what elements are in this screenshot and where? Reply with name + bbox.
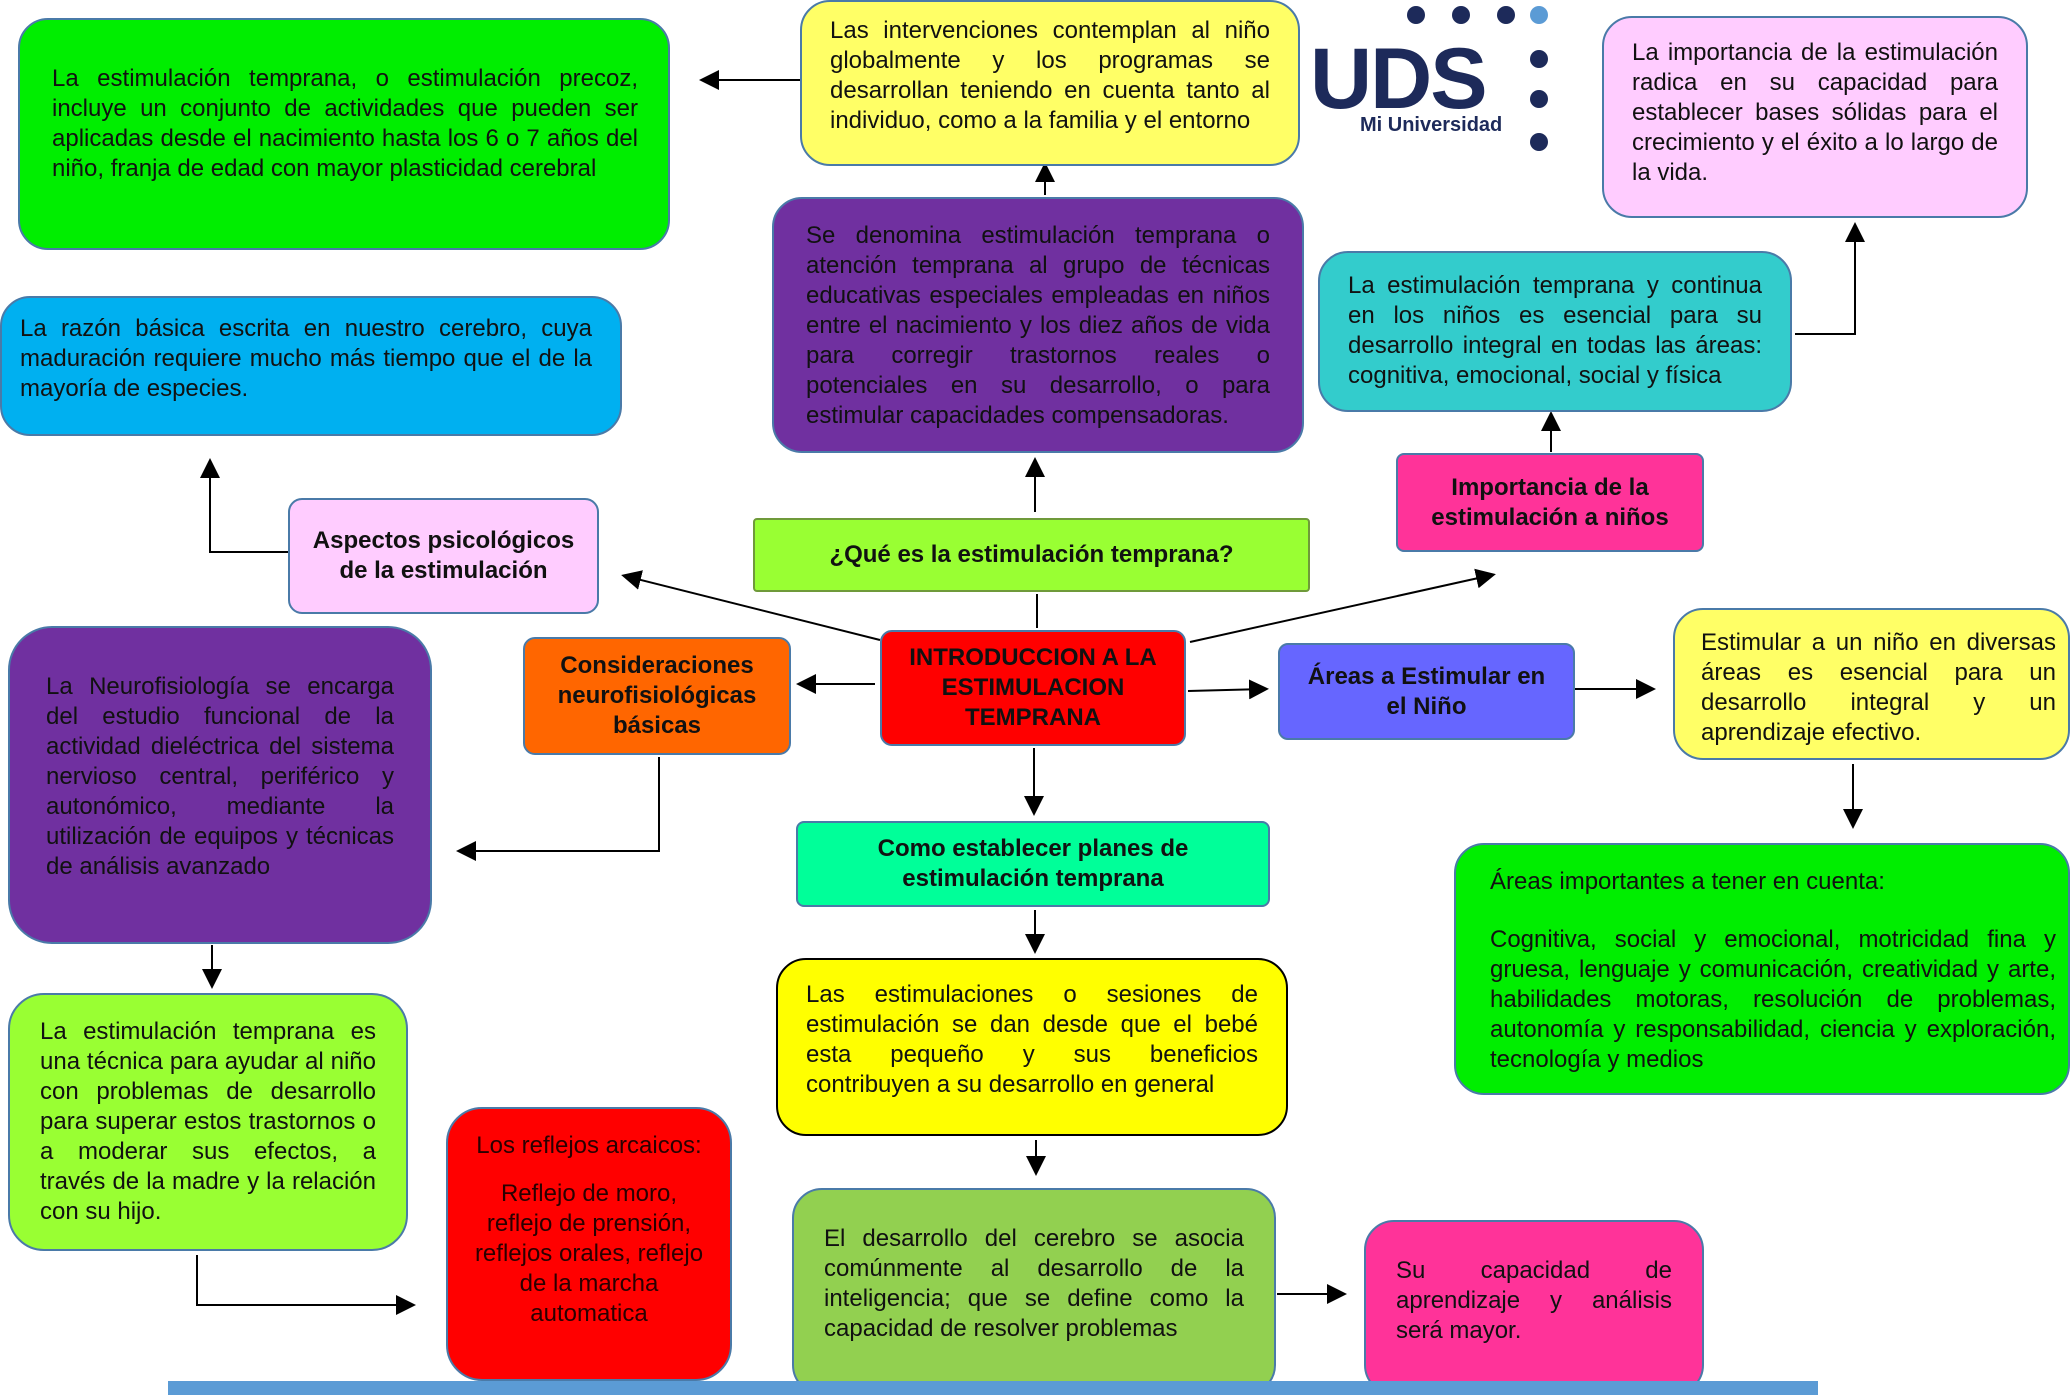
branch-consideraciones: Consideraciones neurofisiológicas básica… — [523, 637, 791, 755]
node-importancia-radica: La importancia de la estimulación radica… — [1602, 16, 2028, 218]
node-razon-basica-text: La razón básica escrita en nuestro cereb… — [20, 315, 592, 402]
branch-aspectos: Aspectos psicológicos de la estimulación — [288, 498, 599, 614]
node-se-denomina-text: Se denomina estimulación temprana o aten… — [806, 222, 1270, 429]
node-reflejos-title: Los reflejos arcaicos: — [476, 1132, 702, 1159]
center-title: INTRODUCCION A LA ESTIMULACION TEMPRANA — [909, 644, 1157, 731]
node-precoz: La estimulación temprana, o estimulación… — [18, 18, 670, 250]
node-intervenciones-text: Las intervenciones contemplan al niño gl… — [830, 17, 1270, 134]
node-areas-importantes: Áreas importantes a tener en cuenta: Cog… — [1454, 843, 2070, 1095]
node-reflejos: Los reflejos arcaicos: Reflejo de moro, … — [446, 1107, 732, 1381]
node-sesiones: Las estimulaciones o sesiones de estimul… — [776, 958, 1288, 1136]
node-tecnica-ayudar: La estimulación temprana es una técnica … — [8, 993, 408, 1251]
branch-areas-label: Áreas a Estimular en el Niño — [1307, 662, 1546, 720]
branch-que-es-label: ¿Qué es la estimulación temprana? — [829, 541, 1234, 568]
node-precoz-text: La estimulación temprana, o estimulación… — [52, 65, 638, 182]
node-razon-basica: La razón básica escrita en nuestro cereb… — [0, 296, 622, 436]
node-capacidad: Su capacidad de aprendizaje y análisis s… — [1364, 1220, 1704, 1395]
node-se-denomina: Se denomina estimulación temprana o aten… — [772, 197, 1304, 453]
center-topic: INTRODUCCION A LA ESTIMULACION TEMPRANA — [880, 630, 1186, 746]
logo-subtitle: Mi Universidad — [1360, 114, 1503, 136]
logo-text: UDS — [1310, 31, 1488, 127]
node-neurofisiologia: La Neurofisiología se encarga del estudi… — [8, 626, 432, 944]
node-continua-text: La estimulación temprana y continua en l… — [1348, 272, 1762, 389]
branch-areas: Áreas a Estimular en el Niño — [1278, 643, 1575, 740]
node-estimular-nino-text: Estimular a un niño en diversas áreas es… — [1701, 629, 2056, 746]
node-estimular-nino: Estimular a un niño en diversas áreas es… — [1673, 608, 2070, 760]
node-continua: La estimulación temprana y continua en l… — [1318, 251, 1792, 412]
footer-bar — [168, 1381, 1818, 1395]
uds-logo: UDS Mi Universidad — [1310, 0, 1555, 155]
node-capacidad-text: Su capacidad de aprendizaje y análisis s… — [1396, 1257, 1672, 1344]
node-cerebro-text: El desarrollo del cerebro se asocia comú… — [824, 1225, 1244, 1342]
node-cerebro: El desarrollo del cerebro se asocia comú… — [792, 1188, 1276, 1395]
node-intervenciones: Las intervenciones contemplan al niño gl… — [800, 0, 1300, 166]
node-sesiones-text: Las estimulaciones o sesiones de estimul… — [806, 981, 1258, 1098]
branch-planes: Como establecer planes de estimulación t… — [796, 821, 1270, 907]
node-areas-title: Áreas importantes a tener en cuenta: — [1490, 868, 1885, 895]
node-areas-list: Cognitiva, social y emocional, motricida… — [1490, 926, 2056, 1073]
branch-consideraciones-label: Consideraciones neurofisiológicas básica… — [557, 652, 757, 739]
branch-que-es: ¿Qué es la estimulación temprana? — [753, 518, 1310, 592]
node-tecnica-ayudar-text: La estimulación temprana es una técnica … — [40, 1018, 376, 1225]
branch-aspectos-label: Aspectos psicológicos de la estimulación — [312, 527, 575, 584]
node-neurofisiologia-text: La Neurofisiología se encarga del estudi… — [46, 673, 394, 880]
node-reflejos-list: Reflejo de moro, reflejo de prensión, re… — [474, 1180, 704, 1327]
node-importancia-radica-text: La importancia de la estimulación radica… — [1632, 39, 1998, 186]
branch-importancia: Importancia de la estimulación a niños — [1396, 453, 1704, 552]
branch-importancia-label: Importancia de la estimulación a niños — [1431, 473, 1669, 531]
branch-planes-label: Como establecer planes de estimulación t… — [877, 835, 1189, 892]
